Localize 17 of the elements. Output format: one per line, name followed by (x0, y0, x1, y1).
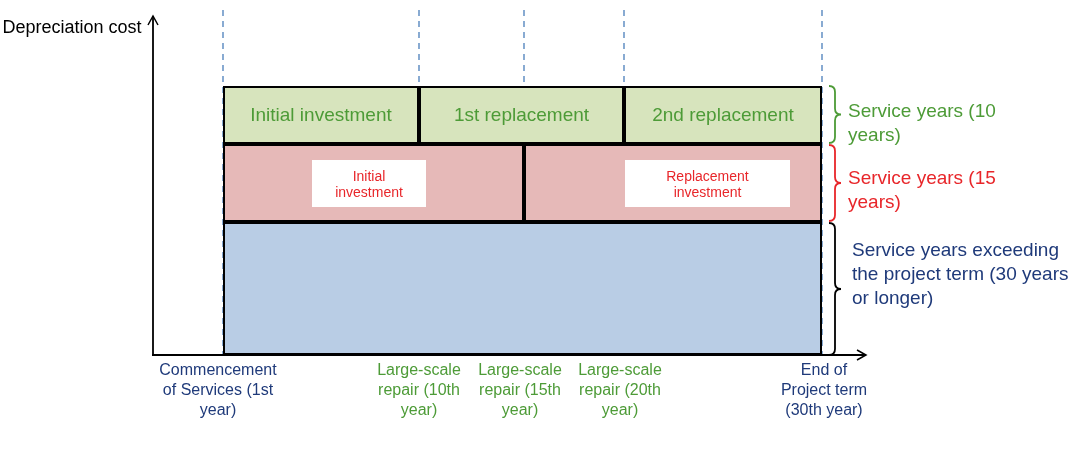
bar-segment: 1st replacement (419, 86, 624, 144)
bar-segment (524, 144, 822, 222)
text-box: Initial investment (312, 160, 426, 207)
timeline-label: Large-scale repair (15th year) (477, 360, 563, 420)
text-box: Replacement investment (625, 160, 790, 207)
brace-label: Service years exceeding the project term (30 years or longer) (852, 238, 1070, 310)
timeline-label: Large-scale repair (20th year) (577, 360, 663, 420)
bar-segment: 2nd replacement (624, 86, 822, 144)
timeline-label: Large-scale repair (10th year) (376, 360, 462, 420)
brace-label: Service years (10 years) (848, 99, 997, 147)
bar-segment (223, 222, 822, 355)
bar-segment: Initial investment (223, 86, 419, 144)
axis-label: Depreciation cost (2, 16, 142, 39)
brace-label: Service years (15 years) (848, 166, 997, 214)
timeline-label: End of Project term (30th year) (779, 360, 869, 420)
bar-segment (223, 144, 524, 222)
timeline-label: Commencement of Services (1st year) (158, 360, 278, 420)
